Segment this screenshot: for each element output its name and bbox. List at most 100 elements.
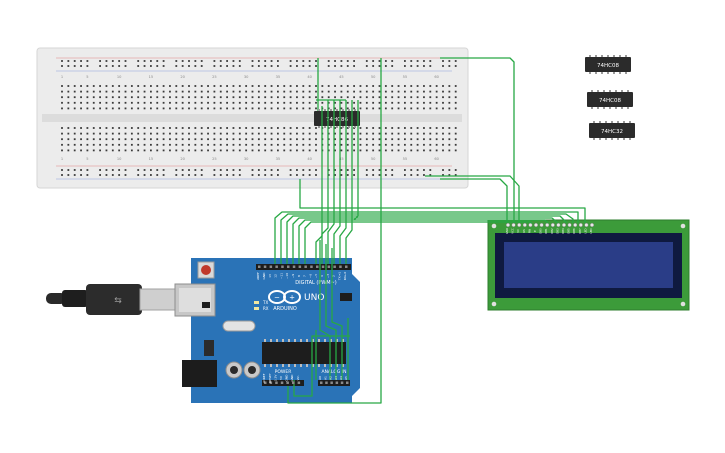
digital-pin[interactable] [304,265,307,269]
breadboard-hole[interactable] [156,96,159,99]
breadboard-hole[interactable] [315,65,317,67]
breadboard-hole[interactable] [80,132,82,135]
breadboard-hole[interactable] [73,96,76,99]
breadboard-hole[interactable] [264,138,267,141]
breadboard-hole[interactable] [156,85,159,87]
breadboard-hole[interactable] [194,132,197,135]
breadboard-hole[interactable] [150,65,152,67]
breadboard-hole[interactable] [353,96,355,99]
breadboard-hole[interactable] [232,169,235,171]
breadboard-hole[interactable] [416,174,419,176]
breadboard-hole[interactable] [435,96,438,99]
breadboard-hole[interactable] [264,107,267,110]
breadboard-hole[interactable] [296,107,298,110]
power-pin[interactable] [280,381,284,385]
breadboard-hole[interactable] [448,101,451,104]
breadboard-hole[interactable] [423,90,425,93]
breadboard-hole[interactable] [162,149,165,152]
breadboard-hole[interactable] [118,143,121,146]
breadboard-hole[interactable] [181,85,184,87]
breadboard-hole[interactable] [238,90,241,93]
breadboard-hole[interactable] [353,169,355,171]
breadboard-hole[interactable] [346,132,349,135]
breadboard-hole[interactable] [67,149,70,152]
power-pin[interactable] [275,381,278,385]
breadboard-hole[interactable] [181,138,184,141]
breadboard-hole[interactable] [175,174,178,176]
wires[interactable] [274,57,586,404]
breadboard-hole[interactable] [80,107,82,110]
breadboard-hole[interactable] [365,65,368,67]
breadboard-hole[interactable] [397,143,400,146]
breadboard-hole[interactable] [111,85,114,87]
breadboard-hole[interactable] [105,143,108,146]
breadboard-hole[interactable] [378,174,381,176]
breadboard-hole[interactable] [169,132,171,135]
breadboard-hole[interactable] [454,132,457,135]
breadboard-hole[interactable] [219,149,222,152]
breadboard-hole[interactable] [289,85,292,87]
breadboard-hole[interactable] [137,132,140,135]
digital-pin[interactable] [327,265,331,269]
breadboard-hole[interactable] [232,60,235,62]
breadboard-hole[interactable] [404,65,406,67]
breadboard-hole[interactable] [213,107,216,110]
breadboard-hole[interactable] [448,60,451,62]
breadboard-hole[interactable] [175,65,178,67]
breadboard-hole[interactable] [232,107,235,110]
breadboard-hole[interactable] [194,149,197,152]
breadboard-hole[interactable] [188,138,190,141]
breadboard-hole[interactable] [340,101,343,104]
breadboard-hole[interactable] [245,85,248,87]
breadboard-hole[interactable] [277,85,279,87]
breadboard-hole[interactable] [61,90,63,93]
breadboard-hole[interactable] [181,132,184,135]
breadboard-hole[interactable] [454,169,457,171]
breadboard-hole[interactable] [410,169,413,171]
lcd-pin[interactable] [539,222,544,227]
analog-pin[interactable] [325,381,328,385]
breadboard-hole[interactable] [302,90,305,93]
breadboard-hole[interactable] [200,60,203,62]
breadboard-hole[interactable] [302,96,305,99]
breadboard-hole[interactable] [334,169,336,171]
breadboard-hole[interactable] [270,149,273,152]
breadboard-hole[interactable] [105,96,108,99]
breadboard-hole[interactable] [283,107,286,110]
breadboard-hole[interactable] [448,65,451,67]
power-pin[interactable] [292,381,295,385]
breadboard-hole[interactable] [213,132,216,135]
breadboard-hole[interactable] [264,169,267,171]
breadboard-hole[interactable] [80,169,82,171]
breadboard-hole[interactable] [315,60,317,62]
breadboard-hole[interactable] [61,127,63,129]
breadboard-hole[interactable] [404,132,406,135]
breadboard-hole[interactable] [156,127,159,129]
breadboard-hole[interactable] [156,149,159,152]
breadboard-hole[interactable] [86,65,89,67]
breadboard-hole[interactable] [73,138,76,141]
breadboard-hole[interactable] [448,90,451,93]
breadboard-hole[interactable] [308,85,311,87]
breadboard-hole[interactable] [264,132,267,135]
breadboard-hole[interactable] [213,169,216,171]
digital-pin[interactable] [321,265,325,269]
breadboard-hole[interactable] [194,65,197,67]
breadboard-hole[interactable] [308,132,311,135]
breadboard-hole[interactable] [372,96,375,99]
breadboard-hole[interactable] [391,101,394,104]
breadboard-hole[interactable] [181,60,184,62]
breadboard-hole[interactable] [257,127,260,129]
breadboard-hole[interactable] [251,85,254,87]
breadboard-hole[interactable] [384,174,387,176]
breadboard-hole[interactable] [378,143,381,146]
breadboard-hole[interactable] [226,101,228,104]
breadboard-hole[interactable] [219,169,222,171]
breadboard-hole[interactable] [353,138,355,141]
breadboard-hole[interactable] [372,143,375,146]
breadboard-hole[interactable] [404,85,406,87]
breadboard-hole[interactable] [277,60,279,62]
breadboard-hole[interactable] [277,169,279,171]
breadboard-hole[interactable] [251,96,254,99]
breadboard-hole[interactable] [391,107,394,110]
